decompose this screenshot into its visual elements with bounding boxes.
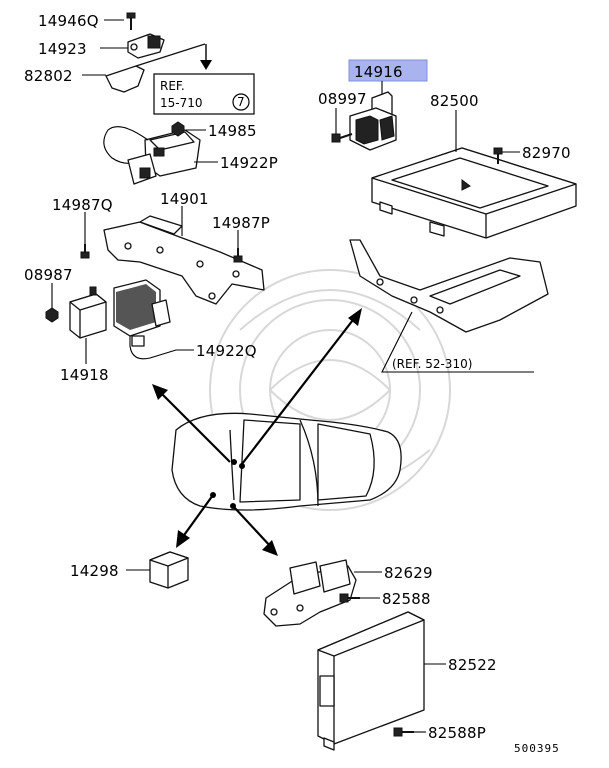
- leader-arrows: [152, 308, 362, 556]
- mounting-bracket-icon: [349, 239, 549, 333]
- bolt-14987q-icon: [80, 244, 90, 259]
- ecu-82500-icon: [371, 147, 577, 239]
- label-14985: 14985: [208, 122, 257, 140]
- bolt-14946q-icon: [126, 12, 136, 30]
- label-82802: 82802: [24, 67, 73, 85]
- ref1-line1: REF.: [160, 79, 185, 93]
- label-14901: 14901: [160, 190, 209, 208]
- label-08987: 08987: [24, 266, 73, 284]
- bolt-08997-icon: [331, 133, 353, 143]
- label-82970: 82970: [522, 144, 571, 162]
- nut-14985-icon: [171, 121, 185, 137]
- diagram-id: 500395: [514, 742, 560, 755]
- bolt-82588-icon: [339, 593, 360, 603]
- bolt-82588p-icon: [393, 727, 414, 737]
- label-14922q: 14922Q: [196, 342, 257, 360]
- label-08997: 08997: [318, 90, 367, 108]
- label-14987q: 14987Q: [52, 196, 113, 214]
- bracket-14901-icon: [103, 215, 265, 305]
- label-14298: 14298: [70, 562, 119, 580]
- label-14916: 14916: [354, 63, 403, 81]
- label-82629: 82629: [384, 564, 433, 582]
- label-14922p: 14922P: [220, 154, 278, 172]
- nut-08987-icon: [45, 307, 59, 323]
- relay-14918-icon: [69, 286, 107, 339]
- relay-14916-icon: [349, 91, 397, 151]
- label-82522: 82522: [448, 656, 497, 674]
- bolt-14987p-icon: [233, 248, 243, 263]
- car-icon: [171, 412, 402, 511]
- bolt-82970-icon: [493, 147, 503, 164]
- label-82588: 82588: [382, 590, 431, 608]
- ref2-text: (REF. 52-310): [392, 357, 472, 371]
- relay-14298-icon: [149, 551, 189, 589]
- ref1-circle-number: 7: [237, 95, 245, 109]
- sensor-14922p-icon: [103, 126, 201, 185]
- label-82500: 82500: [430, 92, 479, 110]
- relay-bracket-82629-icon: [263, 559, 357, 627]
- label-14918: 14918: [60, 366, 109, 384]
- label-14946q: 14946Q: [38, 12, 99, 30]
- ref1-line2: 15-710: [160, 96, 203, 110]
- label-14987p: 14987P: [212, 214, 270, 232]
- label-14923: 14923: [38, 40, 87, 58]
- bracket-82802-icon: [105, 43, 206, 93]
- ref-box-15-710: REF. 15-710 7: [153, 44, 255, 115]
- part-14916-highlight: [348, 59, 428, 82]
- module-14922q-icon: [113, 279, 194, 360]
- control-unit-82522-icon: [317, 611, 425, 751]
- sensor-14923-icon: [127, 33, 165, 59]
- label-82588p: 82588P: [428, 724, 486, 742]
